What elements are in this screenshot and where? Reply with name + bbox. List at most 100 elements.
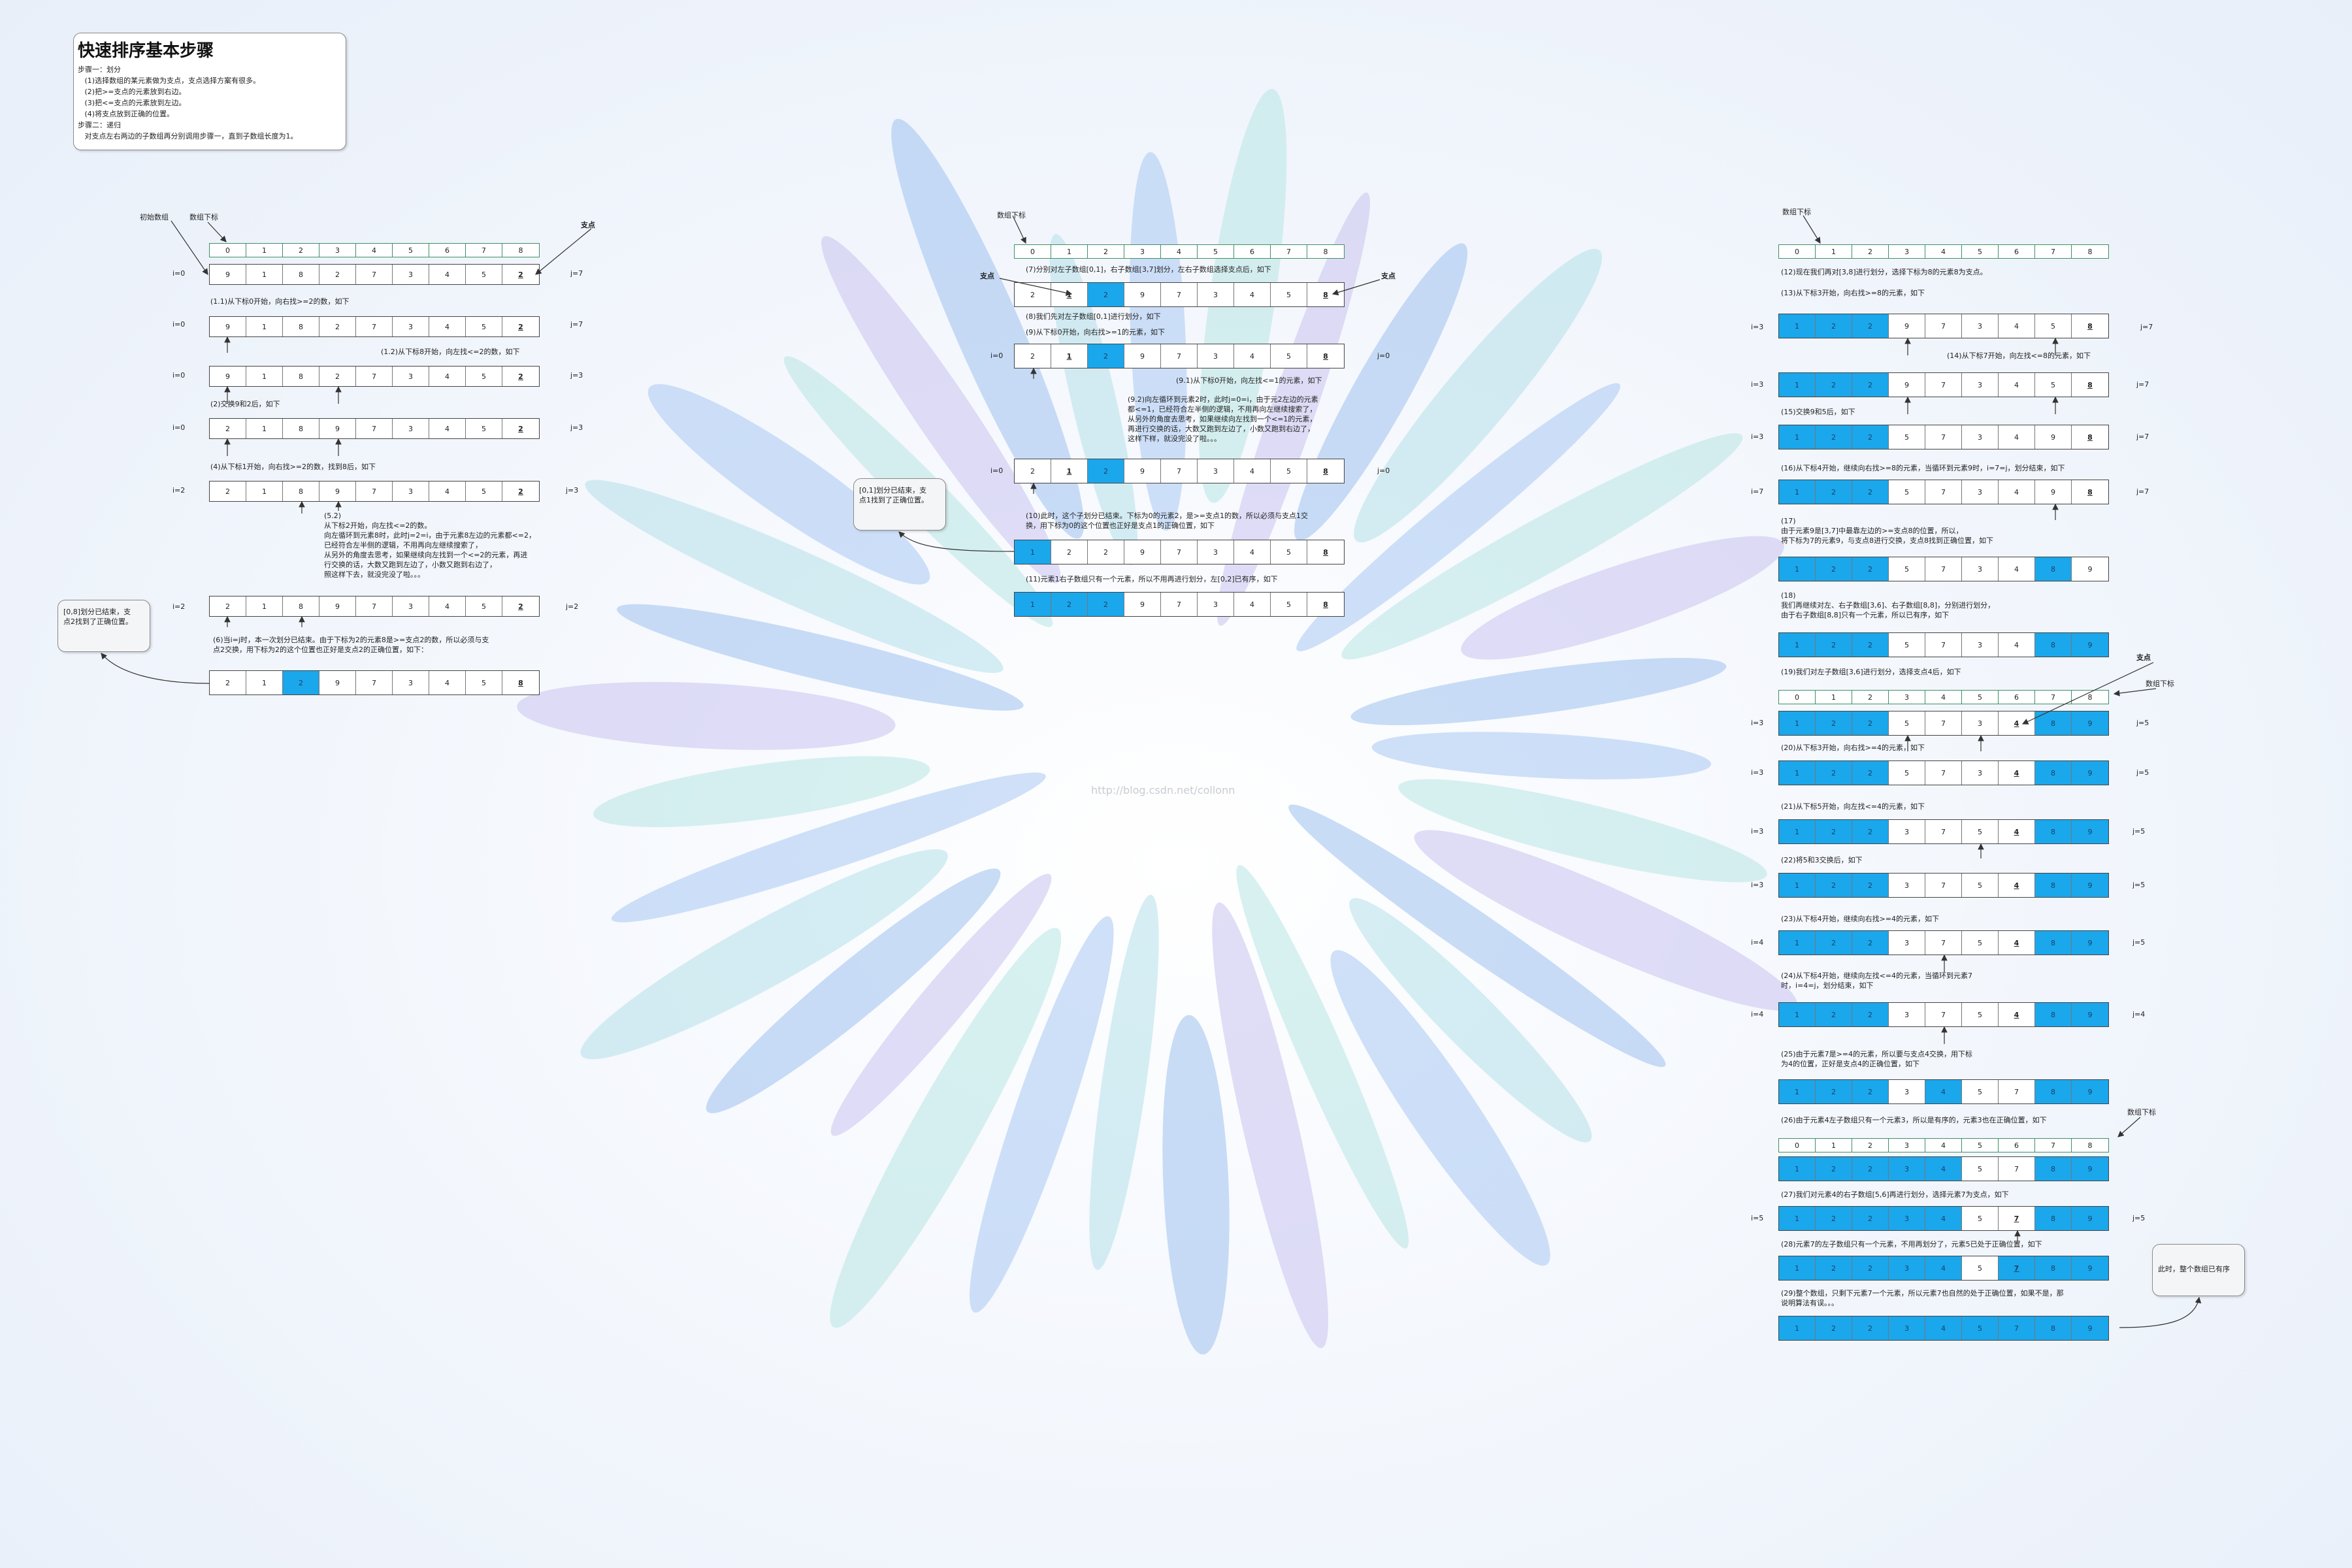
array-cell: 2	[518, 270, 523, 279]
array-cell: 2	[1852, 931, 1889, 955]
array-cell: 2	[1816, 314, 1852, 338]
index-label: 数组下标	[189, 213, 218, 221]
array-cell: 2	[1816, 1080, 1852, 1103]
array-cell: 2	[319, 265, 356, 284]
array-cell: 3	[1889, 1256, 1925, 1280]
array-cell: 2	[1852, 874, 1889, 897]
array-cell: 5	[1962, 874, 1999, 897]
array-cell: 4	[1999, 874, 2035, 897]
array-cell: 9	[319, 596, 356, 616]
array-cell: 5	[466, 265, 502, 284]
array-cell: 2	[1852, 480, 1889, 504]
array-cell: 6	[1999, 691, 2035, 704]
step-note: (27)我们对元素4的右子数组[5,6]再进行划分，选择元素7为支点，如下	[1781, 1190, 2009, 1199]
array-cell: 4	[429, 317, 466, 336]
array-cell: 8	[2035, 1207, 2072, 1230]
array-cell: 1	[1779, 557, 1816, 581]
array-cell: 1	[1816, 1139, 1852, 1152]
array-cell: 1	[1051, 283, 1088, 306]
decorative-petal	[830, 874, 1052, 1136]
array-cell: 5	[466, 482, 502, 501]
decorative-petal	[617, 604, 1024, 711]
array-cell: 2	[1088, 593, 1124, 616]
array-cell: 5	[1271, 593, 1307, 616]
decorative-petal	[821, 236, 1061, 583]
j-marker: j=7	[570, 320, 583, 329]
array-cell: 0	[210, 244, 246, 257]
array-cell: 4	[356, 244, 393, 257]
array-cell: 2	[1015, 344, 1051, 368]
j-marker: j=5	[2132, 827, 2146, 836]
pivot-label: 支点	[581, 221, 595, 229]
pivot-label: 支点	[980, 272, 994, 280]
array-cell: 1	[246, 367, 283, 386]
decorative-petal	[1212, 902, 1328, 1348]
array-cell: 9	[2072, 1256, 2108, 1280]
initial-array-label: 初始数组	[140, 213, 169, 221]
array-cell: 3	[1889, 245, 1925, 258]
array-cell: 1	[1051, 344, 1088, 368]
i-marker: i=7	[1751, 487, 1764, 496]
step-note: (18) 我们再继续对左、右子数组[3,6]、右子数组[8,8]，分别进行划分，…	[1781, 591, 1995, 619]
array-cell: 2	[1852, 557, 1889, 581]
j-marker: j=3	[566, 486, 579, 495]
array-cell: 1	[1779, 1316, 1816, 1340]
array-cell: 9	[319, 419, 356, 438]
array-cell: 4	[1999, 633, 2035, 657]
j-marker: j=5	[2132, 938, 2146, 947]
array-cell: 8	[2035, 1080, 2072, 1103]
array-cell: 4	[1999, 1003, 2035, 1026]
array-cell: 7	[1925, 557, 1962, 581]
array-cell: 3	[1889, 1003, 1925, 1026]
array-cell: 3	[1198, 540, 1234, 564]
step-note: (19)我们对左子数组[3,6]进行划分，选择支点4后，如下	[1781, 668, 1961, 676]
array-cell: 5	[1962, 1157, 1999, 1181]
array-cell: 0	[1779, 691, 1816, 704]
array-cell: 2	[1852, 373, 1889, 397]
array-cell: 8	[2035, 931, 2072, 955]
array-cell: 5	[466, 596, 502, 616]
array-cell: 4	[1234, 540, 1271, 564]
step-note: (2)交换9和2后，如下	[210, 400, 280, 408]
array-cell: 8	[1323, 600, 1328, 609]
i-marker: i=3	[1751, 719, 1764, 727]
array-cell: 9	[1124, 593, 1161, 616]
array-cell: 8	[2035, 761, 2072, 785]
array-cell: 1	[1779, 425, 1816, 449]
array-cell: 1	[1779, 633, 1816, 657]
array-cell: 2	[1816, 633, 1852, 657]
array-cell: 5	[466, 671, 502, 694]
i-marker: i=0	[172, 371, 186, 380]
array-cell: 5	[393, 244, 429, 257]
array-cell: 4	[1925, 1256, 1962, 1280]
array-cell: 3	[1889, 1080, 1925, 1103]
array-cell: 3	[1889, 820, 1925, 843]
array-cell: 9	[2072, 874, 2108, 897]
decorative-petal	[647, 384, 930, 585]
decorative-petal	[1089, 894, 1159, 1270]
step-note: (11)元素1右子数组只有一个元素，所以不用再进行划分，左[0,2]已有序，如下	[1026, 575, 1278, 583]
decorative-petal	[891, 118, 1085, 539]
array-cell: 4	[1234, 459, 1271, 483]
i-marker: i=3	[1751, 433, 1764, 441]
i-marker: i=3	[1751, 323, 1764, 331]
array-cell: 3	[393, 317, 429, 336]
decorative-petal	[970, 916, 1114, 1313]
array-cell: 2	[1852, 1316, 1889, 1340]
array-cell: 7	[1925, 373, 1962, 397]
array-cell: 8	[1323, 547, 1328, 557]
array-cell: 9	[2072, 931, 2108, 955]
array-cell: 1	[1779, 931, 1816, 955]
array-cell: 3	[1962, 711, 1999, 735]
array-cell: 9	[1124, 344, 1161, 368]
decorative-petal	[1288, 804, 1666, 1068]
array-cell: 2	[1816, 711, 1852, 735]
array-cell: 2	[1852, 314, 1889, 338]
step-note: (6)当i=j时，本一次划分已结束。由于下标为2的元素8是>=支点2的数，所以必…	[213, 636, 489, 654]
